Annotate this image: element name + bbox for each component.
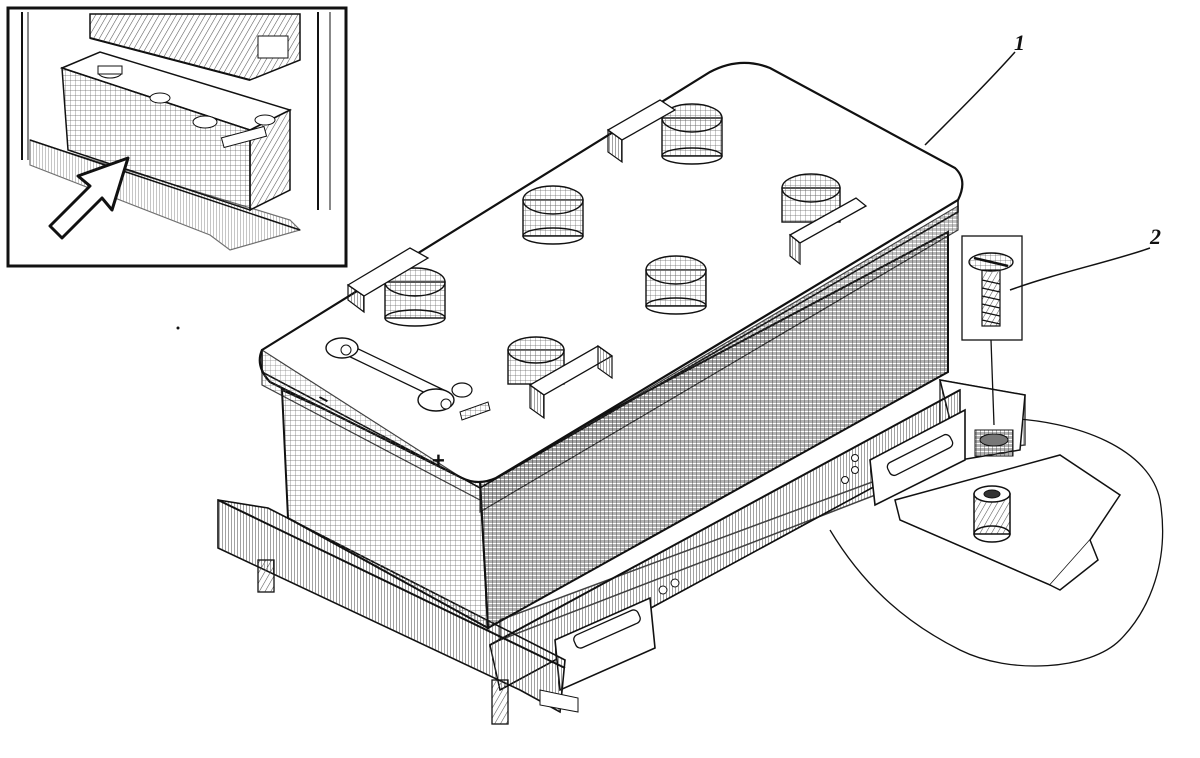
filler-cap-1 xyxy=(661,103,723,165)
threaded-sleeve xyxy=(973,485,1011,543)
callout-2: 2 xyxy=(1009,224,1161,291)
connector-strap-2 xyxy=(788,197,868,266)
filler-cap-2 xyxy=(522,185,584,245)
rear-clamp xyxy=(869,408,966,507)
mounting-bracket xyxy=(829,417,1164,667)
callout-1: 1 xyxy=(924,30,1025,146)
battery: − + xyxy=(258,61,964,630)
fixing-screw xyxy=(961,235,1023,426)
terminal-bar xyxy=(325,337,491,421)
connector-strap-3 xyxy=(346,247,430,314)
inset-battery xyxy=(59,51,293,212)
inset-detail xyxy=(6,6,348,268)
connector-strap-1 xyxy=(606,99,677,164)
connector-strap-4 xyxy=(528,344,614,420)
positive-mark: + xyxy=(432,448,445,473)
callout-label-1: 1 xyxy=(1014,30,1025,55)
battery-tray xyxy=(217,379,1026,725)
filler-cap-4 xyxy=(384,267,446,327)
filler-cap-3 xyxy=(781,173,841,223)
callout-label-2: 2 xyxy=(1149,224,1161,249)
arrow-icon xyxy=(48,156,130,240)
inset-upper-unit xyxy=(89,13,301,81)
front-clamp xyxy=(554,596,656,692)
filler-cap-5 xyxy=(645,255,707,315)
